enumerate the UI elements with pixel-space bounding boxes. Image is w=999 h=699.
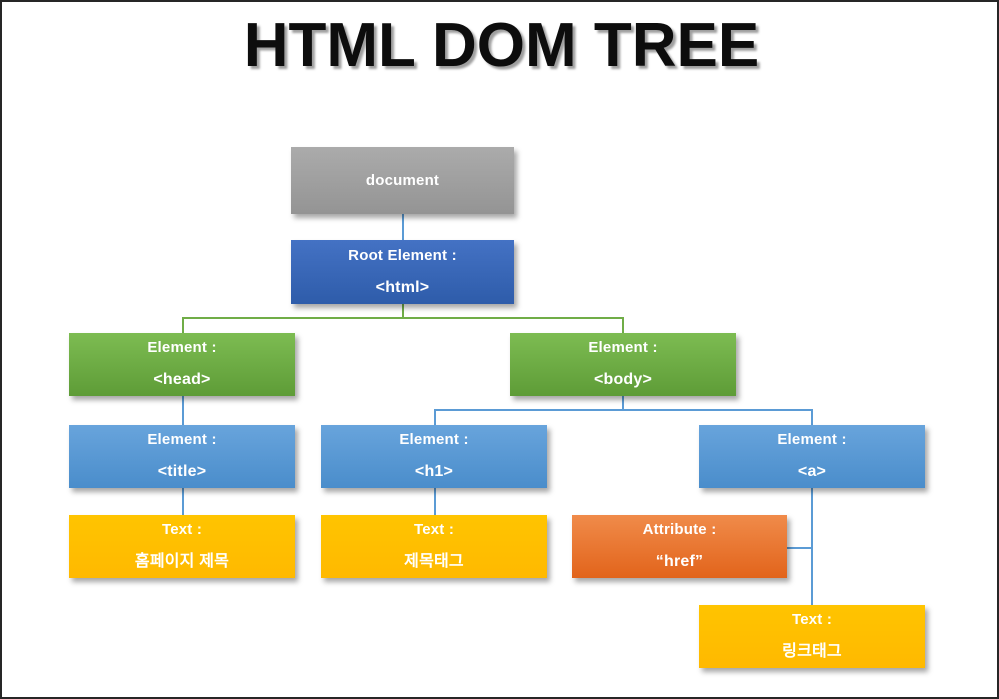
node-h1[interactable]: Element : <h1> xyxy=(321,425,547,488)
edge-html-bus xyxy=(182,317,624,319)
node-h1-text[interactable]: Text : 제목태그 xyxy=(321,515,547,578)
node-document-line1: document xyxy=(365,171,440,189)
node-html[interactable]: Root Element : <html> xyxy=(291,240,514,304)
node-head-line2: <head> xyxy=(153,371,211,389)
node-body-line1: Element : xyxy=(588,339,658,357)
edge-body-a-drop xyxy=(811,409,813,425)
edge-html-stem xyxy=(402,304,404,318)
node-body[interactable]: Element : <body> xyxy=(510,333,736,396)
node-body-line2: <body> xyxy=(593,371,653,389)
node-a[interactable]: Element : <a> xyxy=(699,425,925,488)
node-title-line2: <title> xyxy=(157,463,207,481)
edge-head-title xyxy=(182,396,184,425)
node-a-text-line1: Text : xyxy=(791,611,833,629)
edge-a-spine xyxy=(811,488,813,605)
node-title-line1: Element : xyxy=(147,431,217,449)
node-title-text-line1: Text : xyxy=(161,521,203,539)
page-title: HTML DOM TREE xyxy=(243,11,760,80)
node-href-attribute[interactable]: Attribute : “href” xyxy=(572,515,787,578)
edge-a-href-stub xyxy=(787,547,813,549)
node-title-text-line2: 홈페이지 제목 xyxy=(134,553,230,571)
node-a-text[interactable]: Text : 링크태그 xyxy=(699,605,925,668)
node-href-line1: Attribute : xyxy=(642,521,717,539)
node-a-line2: <a> xyxy=(797,463,827,481)
node-h1-line1: Element : xyxy=(399,431,469,449)
node-h1-text-line2: 제목태그 xyxy=(404,553,464,571)
node-a-text-line2: 링크태그 xyxy=(782,643,842,661)
edge-body-h1-drop xyxy=(434,409,436,425)
node-title[interactable]: Element : <title> xyxy=(69,425,295,488)
node-head-line1: Element : xyxy=(147,339,217,357)
node-html-line2: <html> xyxy=(375,278,430,296)
node-head[interactable]: Element : <head> xyxy=(69,333,295,396)
node-title-text[interactable]: Text : 홈페이지 제목 xyxy=(69,515,295,578)
edge-h1-text xyxy=(434,488,436,515)
edge-body-stem xyxy=(622,396,624,410)
node-h1-text-line1: Text : xyxy=(413,521,455,539)
edge-document-html xyxy=(402,214,404,241)
node-h1-line2: <h1> xyxy=(414,463,454,481)
edge-html-head-drop xyxy=(182,317,184,334)
node-document[interactable]: document xyxy=(291,147,514,214)
node-href-line2: “href” xyxy=(655,553,704,571)
edge-title-text xyxy=(182,488,184,515)
edge-body-bus xyxy=(434,409,813,411)
node-a-line1: Element : xyxy=(777,431,847,449)
edge-html-body-drop xyxy=(622,317,624,334)
node-html-line1: Root Element : xyxy=(348,246,457,264)
